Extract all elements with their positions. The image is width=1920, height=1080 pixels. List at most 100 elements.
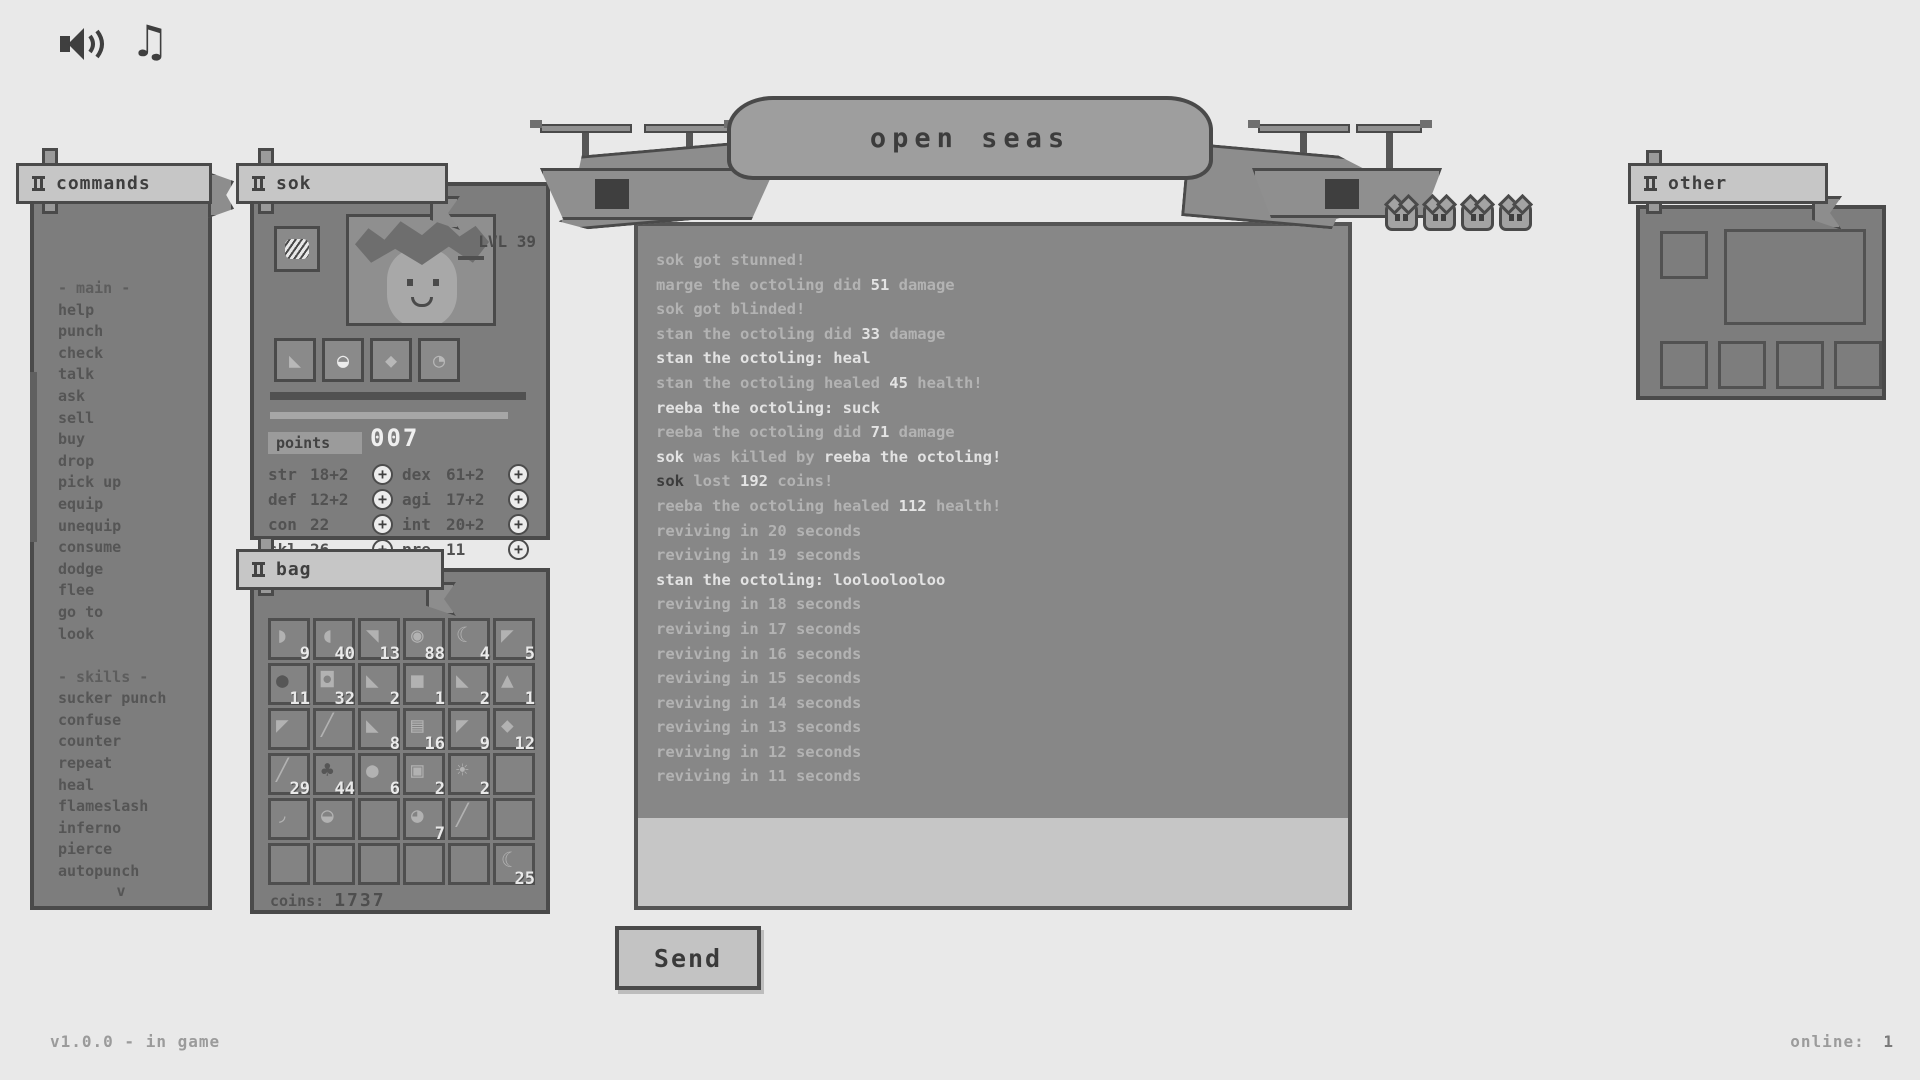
command-item[interactable]: heal xyxy=(58,775,95,794)
chat-line: reviving in 18 seconds xyxy=(656,592,1330,617)
command-item[interactable]: pick up xyxy=(58,473,122,492)
bag-slot[interactable] xyxy=(313,843,355,885)
other-slot[interactable] xyxy=(1834,341,1882,389)
other-header[interactable]: other xyxy=(1628,163,1828,204)
command-item[interactable]: counter xyxy=(58,732,122,751)
bag-slot[interactable]: ◣2 xyxy=(448,663,490,709)
character-header[interactable]: sok xyxy=(236,163,448,204)
needles-icon: ▤ xyxy=(411,713,424,737)
command-item[interactable]: buy xyxy=(58,430,86,449)
bag-slot[interactable]: ●6 xyxy=(358,753,400,799)
bag-slot[interactable] xyxy=(358,843,400,885)
command-item[interactable]: flameslash xyxy=(58,797,149,816)
bag-slot[interactable]: ◣8 xyxy=(358,708,400,754)
flask-icon: ▲ xyxy=(501,668,514,692)
bag-slot[interactable]: ◥13 xyxy=(358,618,400,664)
equip-slot-button[interactable]: ◔ xyxy=(418,338,460,382)
commands-scrollbar[interactable] xyxy=(30,372,37,542)
bag-slot[interactable]: ☾4 xyxy=(448,618,490,664)
command-item[interactable]: check xyxy=(58,343,104,362)
command-item[interactable]: consume xyxy=(58,538,122,557)
bag-slot[interactable]: ◘32 xyxy=(313,663,355,709)
bag-header[interactable]: bag xyxy=(236,549,444,590)
bag-slot[interactable]: ▲1 xyxy=(493,663,535,709)
command-item[interactable]: pierce xyxy=(58,840,113,859)
command-item[interactable]: unequip xyxy=(58,516,122,535)
command-item[interactable]: inferno xyxy=(58,818,122,837)
bag-slot[interactable]: ◒ xyxy=(313,798,355,840)
command-item[interactable]: look xyxy=(58,624,95,643)
other-slot[interactable] xyxy=(1660,341,1708,389)
other-slot[interactable] xyxy=(1660,231,1708,279)
bag-slot[interactable]: ╱ xyxy=(313,708,355,750)
command-item[interactable]: drop xyxy=(58,451,95,470)
command-item[interactable]: sucker punch xyxy=(58,689,167,708)
stat-plus-button[interactable]: + xyxy=(508,539,529,560)
bag-slot[interactable] xyxy=(268,843,310,885)
bag-slot[interactable]: ☾25 xyxy=(493,843,535,889)
other-slot[interactable] xyxy=(1776,341,1824,389)
music-note-icon[interactable]: ♫ xyxy=(136,14,164,68)
command-item[interactable]: go to xyxy=(58,602,104,621)
bag-slot[interactable]: ◗9 xyxy=(268,618,310,664)
bag-slot[interactable]: ◆12 xyxy=(493,708,535,754)
bag-slot[interactable]: ◤ xyxy=(268,708,310,750)
chat-input[interactable] xyxy=(638,818,1348,906)
stat-plus-button[interactable]: + xyxy=(508,464,529,485)
item-count: 6 xyxy=(389,779,400,799)
command-item[interactable]: punch xyxy=(58,322,104,341)
command-section-label: - main - xyxy=(58,279,131,297)
bag-slot[interactable] xyxy=(448,843,490,885)
command-item[interactable]: sell xyxy=(58,408,95,427)
command-item[interactable]: equip xyxy=(58,494,104,513)
bag-slot[interactable]: ♣44 xyxy=(313,753,355,799)
command-item[interactable]: dodge xyxy=(58,559,104,578)
bag-slot[interactable]: ◣2 xyxy=(358,663,400,709)
stat-plus-button[interactable]: + xyxy=(508,489,529,510)
bag-slot[interactable]: ☀2 xyxy=(448,753,490,799)
face-eye xyxy=(1509,214,1514,221)
command-item[interactable]: repeat xyxy=(58,754,113,773)
other-panel xyxy=(1636,205,1886,400)
bag-slot[interactable]: ╱ xyxy=(448,798,490,840)
bag-slot[interactable]: ■1 xyxy=(403,663,445,709)
stat-plus-button[interactable]: + xyxy=(372,464,393,485)
command-item[interactable]: help xyxy=(58,300,95,319)
stat-plus-button[interactable]: + xyxy=(508,514,529,535)
bag-slot[interactable]: ◤9 xyxy=(448,708,490,754)
send-button[interactable]: Send xyxy=(615,926,761,990)
bag-slot[interactable] xyxy=(493,753,535,795)
bag-slot[interactable] xyxy=(358,798,400,840)
command-item[interactable]: talk xyxy=(58,365,95,384)
bag-slot[interactable]: ◞ xyxy=(268,798,310,840)
bag-slot[interactable]: ◤5 xyxy=(493,618,535,664)
speaker-icon[interactable] xyxy=(58,22,108,66)
face-eye xyxy=(1471,214,1476,221)
equip-slot-button[interactable]: ◣ xyxy=(274,338,316,382)
bag-slot[interactable] xyxy=(403,843,445,885)
bag-slot[interactable]: ●11 xyxy=(268,663,310,709)
collapse-arrow[interactable]: v xyxy=(116,882,126,900)
bag-slot[interactable]: ╱29 xyxy=(268,753,310,799)
command-item[interactable]: autopunch xyxy=(58,862,140,881)
face-eye xyxy=(1517,214,1522,221)
bag-slot[interactable]: ◖40 xyxy=(313,618,355,664)
bag-slot[interactable]: ▣2 xyxy=(403,753,445,799)
stat-plus-button[interactable]: + xyxy=(372,489,393,510)
command-item[interactable]: confuse xyxy=(58,710,122,729)
club-icon: ◆ xyxy=(501,713,514,737)
command-item[interactable]: ask xyxy=(58,386,86,405)
commands-header[interactable]: commands xyxy=(16,163,212,204)
stat-plus-button[interactable]: + xyxy=(372,514,393,535)
bag-slot[interactable]: ▤16 xyxy=(403,708,445,754)
punch-button[interactable] xyxy=(274,226,320,272)
equip-slot-button[interactable]: ◒ xyxy=(322,338,364,382)
bag-slot[interactable]: ◕7 xyxy=(403,798,445,844)
coins-row: coins:1737 xyxy=(270,890,386,911)
equip-slot-button[interactable]: ◆ xyxy=(370,338,412,382)
command-item[interactable]: flee xyxy=(58,581,95,600)
other-slot[interactable] xyxy=(1718,341,1766,389)
bag-slot[interactable] xyxy=(493,798,535,840)
bag-slot[interactable]: ◉88 xyxy=(403,618,445,664)
